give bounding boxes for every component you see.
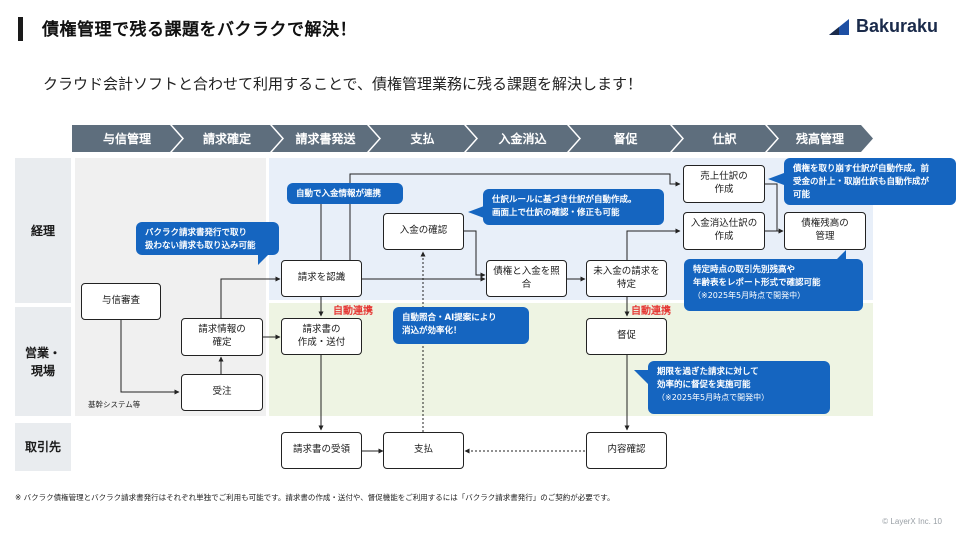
callout-tail	[258, 255, 268, 265]
callout-shiwake-jido: 仕訳ルールに基づき仕訳が自動作成。 画面上で仕訳の確認・修正も可能	[483, 189, 664, 225]
bakuraku-logo-icon	[828, 18, 849, 35]
footnote: ※ バクラク債権管理とバクラク請求書発行はそれぞれ単独でご利用も可能です。請求書…	[15, 493, 615, 502]
node-seikyusho-juryo: 請求書の受領	[281, 432, 362, 469]
copyright: © LayerX Inc. 10	[882, 517, 942, 526]
stage-shiwake: 仕訳	[672, 125, 777, 152]
stage-seikyusho-hasso: 請求書発送	[272, 125, 379, 152]
kikan-system-label: 基幹システム等	[88, 400, 141, 409]
node-tokusoku: 督促	[586, 318, 667, 355]
node-seikyu-ninshiki: 請求を認識	[281, 260, 362, 297]
callout-tail	[634, 370, 648, 384]
node-seikyusho-sakusei: 請求書の 作成・送付	[281, 318, 362, 355]
node-shiharai: 支払	[383, 432, 464, 469]
callout-toritsuzushi: 債権を取り崩す仕訳が自動作成。前 受金の計上・取崩仕訳も自動作成が 可能	[784, 158, 956, 205]
stage-zandaka-kanri: 残高管理	[767, 125, 873, 152]
stage-shiharai: 支払	[369, 125, 476, 152]
page-title: 債権管理で残る課題をバクラクで解決！	[42, 20, 357, 40]
row-label-torihikisaki: 取引先	[15, 423, 71, 471]
node-nyukin-keshikomi-shiwake: 入金消込仕訳の 作成	[683, 212, 765, 250]
stage-seikyu-kakutei: 請求確定	[172, 125, 282, 152]
callout-tail	[768, 173, 784, 185]
callout-tokusoku-text: 期限を過ぎた請求に対して 効率的に督促を実施可能	[657, 367, 759, 390]
callout-torikomi: バクラク請求書発行で取り 扱わない請求も取り込み可能	[136, 222, 279, 255]
auto-link-label-1: 自動連携	[333, 306, 373, 317]
stage-nyukin-keshikomi: 入金消込	[466, 125, 579, 152]
callout-zandaka-report: 特定時点の取引先別残高や 年齢表をレポート形式で確認可能 （※2025年5月時点…	[684, 259, 863, 311]
callout-zandaka-report-text: 特定時点の取引先別残高や 年齢表をレポート形式で確認可能	[693, 265, 821, 288]
row-label-keiri: 経理	[15, 158, 71, 303]
node-nyukin-kakunin: 入金の確認	[383, 213, 464, 250]
node-saiken-shogo: 債権と入金を照 合	[486, 260, 567, 297]
callout-tokusoku-note: （※2025年5月時点で開発中）	[657, 392, 770, 402]
stage-yoshin-kanri: 与信管理	[72, 125, 182, 152]
node-saiken-zandaka: 債権残高の 管理	[784, 212, 866, 250]
node-uriage-shiwake: 売上仕訳の 作成	[683, 165, 765, 203]
callout-nyukin-renkei: 自動で入金情報が連携	[287, 183, 403, 204]
stage-tokusoku: 督促	[569, 125, 682, 152]
node-seikyu-joho-kakutei: 請求情報の 確定	[181, 318, 263, 356]
brand-logo: Bakuraku	[827, 16, 938, 37]
node-minyukin-tokutei: 未入金の請求を 特定	[586, 260, 667, 297]
auto-link-label-2: 自動連携	[631, 306, 671, 317]
page-subtitle: クラウド会計ソフトと合わせて利用することで、債権管理業務に残る課題を解決します！	[43, 75, 642, 93]
callout-zandaka-report-note: （※2025年5月時点で開発中）	[693, 290, 806, 300]
node-juchu: 受注	[181, 374, 263, 411]
title-accent-bar	[18, 17, 23, 41]
callout-tail	[836, 250, 846, 260]
node-naiyo-kakunin: 内容確認	[586, 432, 667, 469]
node-yoshin-shinsa: 与信審査	[81, 283, 161, 320]
callout-jido-shogo: 自動照合・AI提案により 消込が効率化！	[393, 307, 529, 344]
callout-tail	[468, 206, 484, 218]
row-label-eigyo: 営業・ 現場	[15, 307, 71, 416]
callout-tokusoku: 期限を過ぎた請求に対して 効率的に督促を実施可能 （※2025年5月時点で開発中…	[648, 361, 830, 414]
brand-name: Bakuraku	[855, 16, 938, 36]
